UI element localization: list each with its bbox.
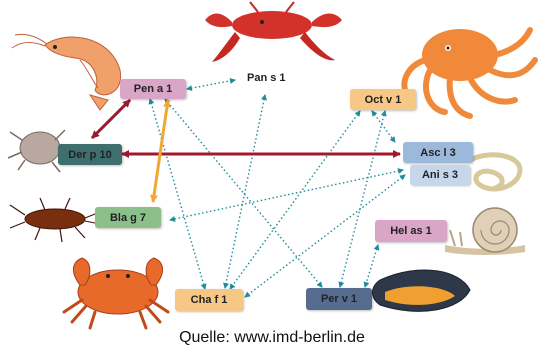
nematode-icon — [467, 152, 523, 192]
arrow-pen-per — [164, 98, 323, 288]
label-pan-s-1: Pan s 1 — [247, 72, 286, 84]
arrow-pan-cha — [223, 94, 267, 289]
arrow-asc-cha — [244, 174, 406, 298]
shrimp-icon — [11, 33, 122, 111]
label-pen-a-1: Pen a 1 — [120, 79, 186, 99]
label-ani-s-3: Ani s 3 — [410, 165, 470, 185]
snail-icon — [445, 207, 525, 255]
label-asc-l-3: Asc l 3 — [403, 142, 473, 163]
label-der-p-10: Der p 10 — [58, 144, 122, 165]
mussel-icon — [372, 269, 471, 312]
octopus-icon — [401, 27, 538, 119]
arrow-oct-asc — [371, 110, 396, 143]
label-bla-g-7: Bla g 7 — [95, 207, 161, 228]
source-caption: Quelle: www.imd-berlin.de — [179, 329, 365, 346]
label-hel-as-1: Hel as 1 — [375, 220, 447, 242]
label-per-v-1: Per v 1 — [306, 288, 372, 310]
lobster-icon — [205, 1, 342, 62]
arrow-pen-pan — [186, 77, 236, 92]
arrow-pen-bla — [150, 99, 171, 203]
arrow-oct-cha — [229, 110, 361, 290]
cockroach-icon — [9, 197, 101, 243]
arrow-oct-per — [338, 110, 387, 288]
label-cha-f-1: Cha f 1 — [175, 289, 243, 311]
crab-icon — [62, 257, 170, 330]
label-oct-v-1: Oct v 1 — [350, 89, 416, 110]
arrow-pen-der — [90, 98, 132, 140]
dust-mite-icon — [7, 129, 71, 173]
arrow-hel-per — [363, 244, 380, 288]
